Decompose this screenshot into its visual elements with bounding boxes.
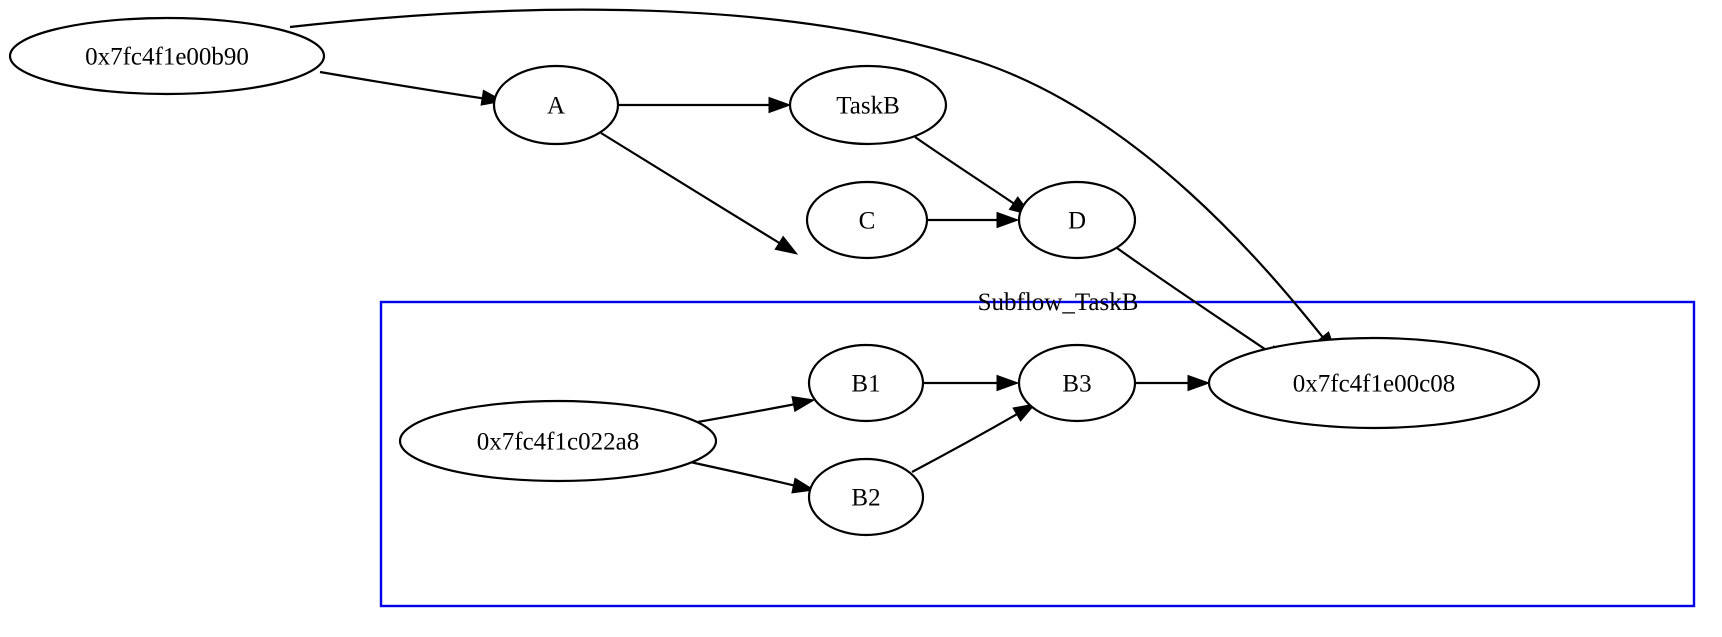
node-shape (807, 343, 925, 423)
node-label: 0x7fc4f1c022a8 (477, 429, 639, 456)
edge-line (914, 136, 1017, 206)
node-shape (1017, 180, 1137, 260)
node-B1[interactable]: B1 (807, 343, 925, 423)
node-shape (492, 64, 620, 146)
edge-root-A[interactable] (319, 70, 505, 108)
node-label: D (1068, 208, 1086, 235)
edge-root-end[interactable] (289, 8, 1342, 358)
edge-A-C[interactable] (600, 132, 801, 260)
node-label: 0x7fc4f1e00c08 (1293, 371, 1455, 398)
node-B2[interactable]: B2 (807, 457, 925, 537)
edge-line (1116, 247, 1273, 355)
node-shape (8, 16, 326, 96)
edges-layer (289, 8, 1342, 497)
edge-A-TaskB[interactable] (619, 96, 792, 114)
node-label: C (859, 208, 876, 235)
arrow-head-icon (768, 96, 792, 114)
node-label: B1 (851, 371, 880, 398)
node-shape (1207, 336, 1541, 430)
node-root[interactable]: 0x7fc4f1e00b90 (8, 16, 326, 96)
arrow-head-icon (791, 477, 816, 494)
cluster-label: Subflow_TaskB (978, 289, 1139, 316)
edge-line (600, 132, 782, 245)
edge-subroot-B1[interactable] (691, 393, 816, 425)
edge-B2-B3[interactable] (911, 398, 1039, 473)
edge-TaskB-D[interactable] (914, 136, 1035, 221)
edge-B3-end[interactable] (1136, 374, 1211, 392)
arrow-head-icon (1187, 374, 1211, 392)
arrow-head-icon (791, 396, 816, 413)
edge-B1-B3[interactable] (924, 374, 1020, 392)
node-D[interactable]: D (1017, 180, 1137, 260)
arrow-head-icon (1012, 403, 1037, 422)
node-end[interactable]: 0x7fc4f1e00c08 (1207, 336, 1541, 430)
edge-line (689, 460, 797, 488)
node-A[interactable]: A (492, 64, 620, 146)
arrow-head-icon (996, 374, 1020, 392)
node-shape (805, 180, 929, 260)
node-label: A (547, 93, 565, 120)
node-label: B2 (851, 485, 880, 512)
node-shape (788, 64, 948, 146)
node-shape (807, 457, 925, 537)
node-C[interactable]: C (805, 180, 929, 260)
edge-line (911, 412, 1020, 473)
edge-line (319, 70, 488, 101)
edge-subroot-B2[interactable] (689, 460, 816, 497)
cluster-border (379, 300, 1696, 608)
edge-line (289, 8, 1326, 341)
node-shape (398, 399, 718, 483)
cluster-subflow-taskb[interactable]: Subflow_TaskB (379, 289, 1696, 608)
node-label: TaskB (836, 93, 900, 120)
arrow-head-icon (774, 235, 799, 255)
node-label: 0x7fc4f1e00b90 (85, 44, 249, 71)
arrow-head-icon (996, 211, 1020, 229)
node-subroot[interactable]: 0x7fc4f1c022a8 (398, 399, 718, 483)
node-shape (1017, 343, 1137, 423)
node-label: B3 (1062, 371, 1091, 398)
edge-C-D[interactable] (927, 211, 1020, 229)
node-B3[interactable]: B3 (1017, 343, 1137, 423)
edge-line (691, 402, 797, 425)
node-TaskB[interactable]: TaskB (788, 64, 948, 146)
